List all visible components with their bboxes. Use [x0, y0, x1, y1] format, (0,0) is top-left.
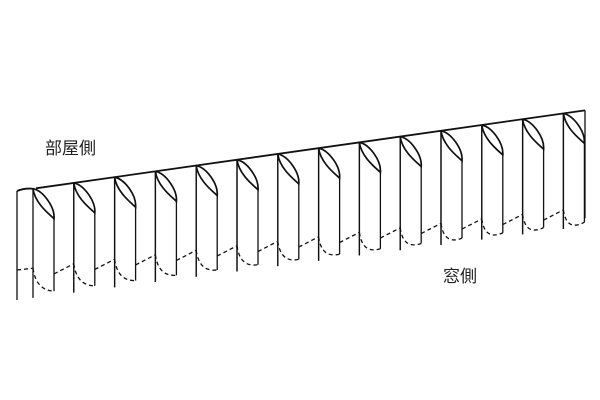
pleat-fold — [236, 158, 259, 192]
hidden-hem-line — [135, 254, 156, 266]
hidden-hem-line — [420, 222, 442, 235]
hidden-pleat-curve — [399, 227, 422, 246]
hidden-pleat-curve — [481, 218, 504, 236]
pleat-fold — [113, 176, 137, 210]
hidden-pleat-curve — [277, 241, 299, 261]
hidden-pleat-curve — [521, 214, 544, 231]
pleat-fold — [480, 124, 504, 157]
hidden-hem-line — [339, 231, 360, 244]
pleat-fold — [399, 135, 423, 169]
pleat-fold — [562, 112, 586, 146]
room-side-label: 部屋側 — [45, 139, 96, 159]
pleat-fold — [440, 129, 463, 163]
window-side-label: 窓側 — [443, 267, 477, 287]
hidden-hem-line — [380, 227, 401, 239]
pleat-fold — [32, 187, 55, 221]
hidden-pleat-curve — [113, 259, 136, 282]
hidden-pleat-curve — [236, 245, 259, 266]
hidden-pleat-curve — [562, 209, 585, 226]
pleat-fold — [317, 147, 341, 181]
hidden-pleat-curve — [440, 223, 463, 241]
hidden-pleat-curve — [195, 250, 218, 271]
hidden-pleat-curve — [73, 263, 95, 287]
hidden-pleat-curve — [317, 236, 340, 256]
hidden-pleat-curve — [154, 254, 177, 276]
hidden-hem-line — [461, 218, 483, 230]
hidden-hem-line — [16, 267, 34, 271]
pleat-fold — [276, 153, 300, 186]
hidden-pleat-curve — [358, 232, 381, 251]
pleat-fold — [195, 164, 219, 198]
hidden-hem-line — [298, 236, 319, 248]
pleat-fold — [358, 141, 382, 175]
hidden-pleat-curve — [32, 268, 55, 292]
hidden-hem-line — [502, 213, 523, 226]
hidden-hem-line — [257, 240, 279, 253]
hidden-hem-line — [53, 263, 75, 275]
hidden-hem-line — [176, 249, 197, 262]
curtain-top-edge — [16, 109, 586, 192]
hidden-hem-line — [216, 245, 238, 257]
pleat-fold — [72, 182, 96, 215]
hidden-hem-line — [543, 209, 564, 221]
pleat-fold — [521, 118, 545, 152]
hidden-hem-line — [94, 258, 115, 271]
pleat-fold — [154, 170, 178, 204]
